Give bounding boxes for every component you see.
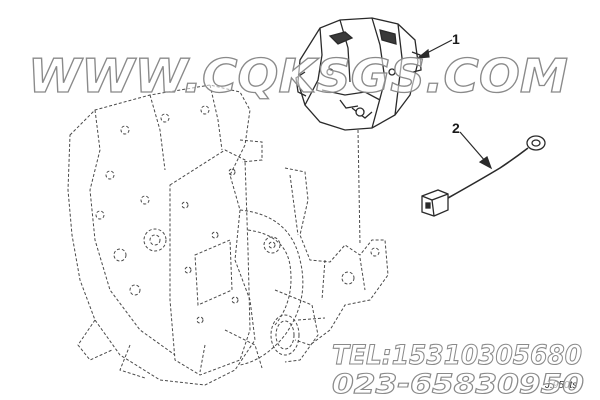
engine-block-drawing: [67, 84, 389, 386]
figure-code: J.950ts: [544, 380, 577, 391]
part-1-actuator-housing: [295, 17, 422, 131]
callout-leaders: [416, 39, 493, 170]
callout-2: 2: [452, 120, 460, 136]
mounting-leader-line: [357, 129, 361, 246]
watermark-tel: TEL:15310305680: [332, 340, 582, 371]
watermark-phone: 023-65830950: [332, 369, 584, 400]
watermark-site: WWW.CQKSGS.COM: [28, 49, 568, 103]
callout-1: 1: [452, 31, 460, 47]
part-2-sensor: [421, 135, 546, 217]
